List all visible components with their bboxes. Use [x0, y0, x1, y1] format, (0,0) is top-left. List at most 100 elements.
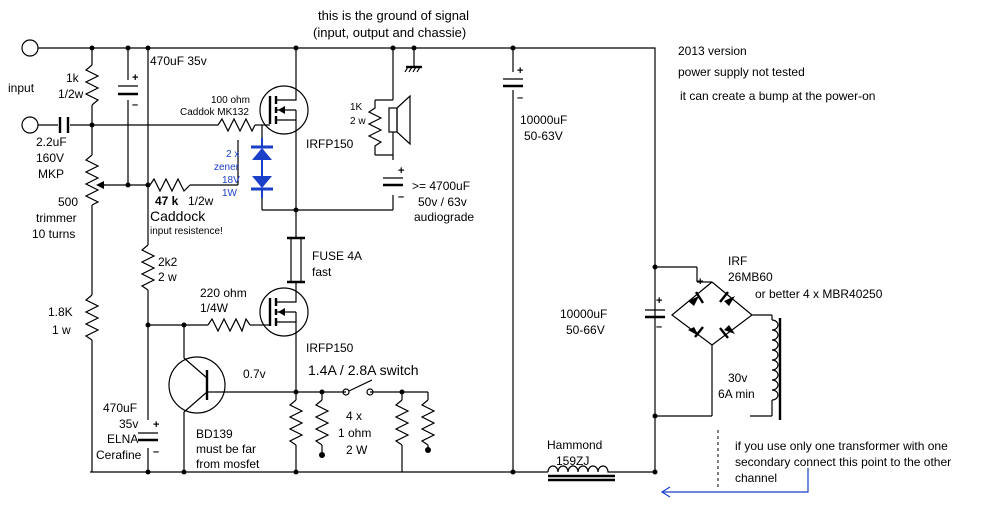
label-q2: IRFP150 — [306, 341, 354, 355]
plus-mark: + — [153, 419, 159, 431]
label-c-elna-2: 35v — [119, 417, 138, 431]
note-transformer-line2: secondary connect this point to the othe… — [735, 455, 951, 469]
label-r-1k8-1: 1.8K — [48, 305, 73, 319]
mosfet-irfp150-lower-icon — [259, 287, 309, 345]
choke-hammond-icon — [547, 465, 615, 482]
label-r-gate-1: 100 ohm — [211, 95, 250, 106]
resistor-1k-speaker — [367, 100, 383, 155]
minus-mark: – — [656, 321, 662, 333]
label-c-cpl-1: 2.2uF — [36, 135, 67, 149]
plus-mark: + — [398, 165, 404, 177]
resistor-1k — [84, 64, 100, 106]
label-c-in-1: 470uF 35v — [150, 54, 207, 68]
label-choke-1: Hammond — [547, 438, 602, 452]
label-r-out-2: 2 w — [350, 116, 366, 127]
label-r-in-1: 1k — [66, 71, 80, 85]
switch-icon — [342, 379, 374, 396]
label-r-in-2: 1/2w — [58, 87, 84, 101]
label-r-fb-3: Caddock — [150, 208, 206, 224]
label-c-big2-1: 10000uF — [560, 307, 607, 321]
resistors — [84, 64, 436, 446]
label-zener-1: 2 x — [226, 149, 239, 160]
resistor-1k8 — [84, 294, 100, 341]
bridge-rectifier-icon — [671, 281, 753, 346]
label-c-elna-4: Cerafine — [96, 448, 142, 462]
label-c-big1-1: 10000uF — [520, 113, 567, 127]
resistor-220-ohm — [207, 317, 251, 333]
label-c-big1-2: 50-63V — [524, 129, 563, 143]
label-r-gate-2: Caddok MK132 — [180, 107, 249, 118]
label-bd-1: BD139 — [196, 427, 233, 441]
polarity-marks: + – + – + – + – + – + — [132, 65, 703, 458]
label-r-1k8-2: 1 w — [52, 323, 71, 337]
label-bd-3: from mosfet — [196, 457, 260, 471]
plus-mark: + — [656, 295, 662, 307]
label-fuse-2: fast — [312, 265, 332, 279]
note-transformer-line3: channel — [735, 471, 777, 485]
label-r-sense-3: 2 W — [346, 443, 368, 457]
transformer-icon — [771, 318, 782, 420]
minus-mark: – — [398, 191, 404, 203]
plus-mark: + — [517, 65, 523, 77]
capacitors — [58, 78, 665, 442]
label-c-cpl-3: MKP — [38, 167, 64, 181]
labels: this is the ground of signal (input, out… — [8, 8, 951, 485]
label-r-220-2: 1/4W — [200, 301, 229, 315]
resistor-2k2 — [140, 244, 156, 291]
label-r-fb-4: input resistence! — [150, 226, 223, 237]
label-zener-4: 1W — [222, 188, 238, 199]
label-r-2k2-1: 2k2 — [158, 255, 178, 269]
minus-mark: – — [153, 446, 159, 458]
sense-resistor-1 — [288, 399, 304, 446]
label-trafo-1: 30v — [728, 371, 747, 385]
top-ground-rail — [38, 47, 656, 472]
note-transformer-line1: if you use only one transformer with one — [735, 439, 948, 453]
sense-resistor-4 — [420, 399, 436, 446]
resistor-100-ohm — [217, 117, 256, 133]
label-zener-3: 18V — [222, 175, 240, 186]
label-fuse-1: FUSE 4A — [312, 249, 362, 263]
plus-mark: + — [132, 72, 138, 84]
label-r-220-1: 220 ohm — [200, 286, 247, 300]
label-c-elna-3: ELNA — [107, 432, 138, 446]
label-zener-2: zener — [214, 162, 240, 173]
note-version: 2013 version — [678, 44, 747, 58]
trimmer-500 — [84, 154, 100, 206]
arrow-pointer-icon — [660, 468, 809, 498]
label-bridge-3: or better 4 x MBR40250 — [755, 287, 883, 301]
label-input: input — [8, 81, 35, 95]
minus-mark: – — [517, 92, 523, 104]
label-bd-2: must be far — [196, 442, 256, 456]
label-bridge-2: 26MB60 — [728, 270, 773, 284]
input-terminal-signal — [21, 116, 39, 134]
label-trim-3: 10 turns — [32, 227, 75, 241]
label-r-fb-2: 1/2w — [188, 194, 214, 208]
minus-mark: – — [132, 99, 138, 111]
note-bump: it can create a bump at the power-on — [680, 89, 875, 103]
label-c-cpl-2: 160V — [36, 151, 64, 165]
ground-note-line1: this is the ground of signal — [318, 8, 469, 23]
label-trim-1: 500 — [58, 195, 78, 209]
junction-dots — [89, 45, 658, 475]
label-bridge-1: IRF — [728, 254, 747, 268]
speaker-icon — [388, 94, 411, 146]
resistor-47k — [149, 177, 191, 193]
label-c-out-3: audiograde — [414, 210, 474, 224]
label-trafo-2: 6A min — [718, 387, 755, 401]
label-q1: IRFP150 — [306, 137, 354, 151]
trimmer-wiper-arrow — [96, 181, 104, 189]
label-switch: 1.4A / 2.8A switch — [308, 362, 419, 378]
label-trim-2: trimmer — [36, 211, 77, 225]
label-c-out-2: 50v / 63v — [418, 195, 467, 209]
sense-resistor-2 — [314, 399, 330, 446]
wires — [38, 47, 773, 473]
note-not-tested: power supply not tested — [678, 65, 805, 79]
input-terminal-top — [21, 39, 39, 57]
mosfet-irfp150-upper-icon — [259, 85, 309, 135]
fuse-icon — [287, 236, 305, 284]
plus-mark: + — [697, 276, 703, 288]
label-r-2k2-2: 2 w — [158, 270, 177, 284]
label-c-big2-2: 50-66V — [566, 323, 605, 337]
